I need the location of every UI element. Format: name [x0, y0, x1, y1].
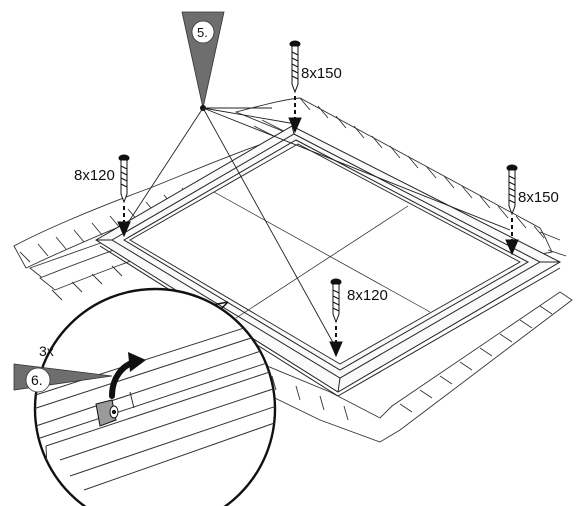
screw-right — [505, 164, 519, 256]
step5-number: 5. — [197, 25, 208, 40]
screw-size-label-top: 8x150 — [301, 65, 342, 82]
detail-circle — [33, 287, 277, 506]
guide-lines — [121, 107, 511, 349]
screw-left — [117, 154, 131, 238]
step6-number: 6. — [31, 372, 43, 388]
clip-quantity-label: 3x — [39, 343, 54, 359]
screw-size-label-right: 8x150 — [518, 189, 559, 206]
step6-marker — [13, 363, 113, 393]
screw-size-label-front: 8x120 — [347, 287, 388, 304]
rotate-arrow-icon — [109, 352, 146, 399]
screw-top — [288, 40, 302, 134]
glass-pane — [129, 143, 521, 365]
screw-size-label-left: 8x120 — [74, 167, 115, 184]
step5-marker — [181, 11, 225, 111]
screw-front — [329, 278, 343, 358]
glazing-clip — [95, 399, 119, 427]
